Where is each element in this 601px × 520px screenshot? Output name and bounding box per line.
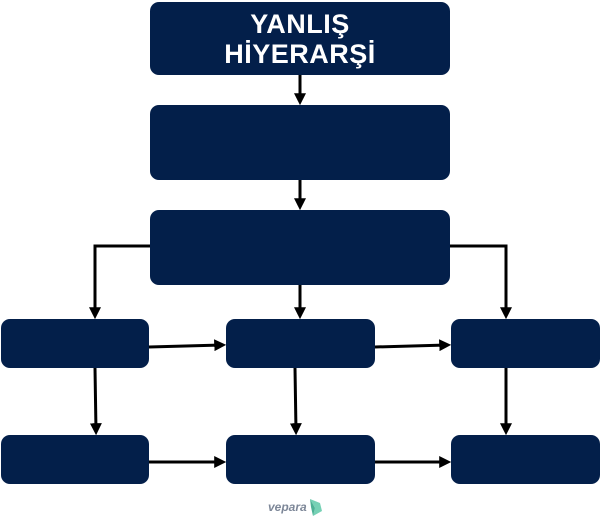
hierarchy-top-box: YANLIŞ HİYERARŞİ [150, 2, 450, 75]
brand-leaf-icon [309, 499, 322, 516]
hierarchy-level-3-box [150, 210, 450, 285]
title-line-1: YANLIŞ [250, 8, 350, 39]
arrow-level-3-to-row-1-left [89, 244, 150, 320]
hierarchy-row-2-right-box [451, 435, 600, 484]
arrow-level-3-to-row-1-right [450, 244, 512, 320]
title-line-2: HİYERARŞİ [224, 38, 376, 69]
hierarchy-row-1-left-box [1, 319, 149, 368]
arrow-row-1-left-to-row-2-left [89, 367, 102, 436]
hierarchy-row-2-left-box [1, 435, 149, 484]
hierarchy-level-2-box [150, 105, 450, 180]
brand-name: vepara [268, 500, 307, 514]
hierarchy-row-1-center-box [226, 319, 375, 368]
brand-logo: vepara [268, 497, 323, 517]
hierarchy-row-2-center-box [226, 435, 375, 484]
hierarchy-row-1-right-box [451, 319, 600, 368]
arrow-row-1-center-to-row-2-center [289, 367, 302, 436]
arrow-row-1-center-to-right [374, 339, 452, 352]
arrow-row-1-left-to-center [148, 339, 227, 352]
